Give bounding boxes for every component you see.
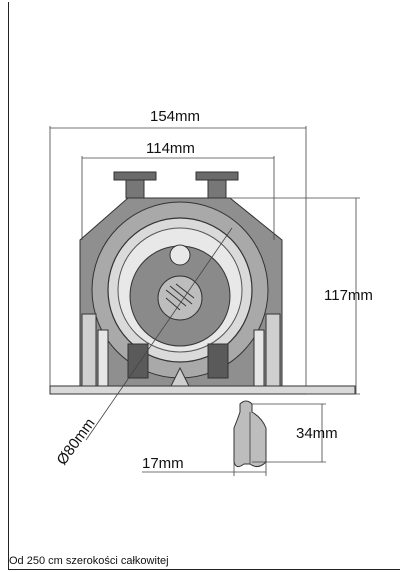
dim-17-label: 17mm [142,455,184,472]
dim-154 [49,126,307,386]
dim-34 [252,403,326,463]
left-bolt [113,171,157,199]
dim-117-label: 117mm [324,287,373,304]
dim-114-label: 114mm [146,140,195,157]
dim-34-label: 34mm [296,425,338,442]
base-plate [49,385,356,395]
dim-80-label: Ø80mm [53,415,98,468]
right-roller [207,343,229,379]
caption: Od 250 cm szerokości całkowitej [9,555,169,567]
diameter-line [85,227,233,441]
rail-profile [233,400,267,468]
axle-hub [157,275,203,321]
top-hole [169,244,191,266]
dim-117 [230,197,360,395]
dim-17 [142,462,267,476]
left-bracket [81,313,109,387]
axle-hatch [165,283,195,311]
right-bolt [195,171,239,199]
left-roller [127,343,149,379]
drawing-frame [8,2,400,570]
dim-154-label: 154mm [150,108,200,125]
